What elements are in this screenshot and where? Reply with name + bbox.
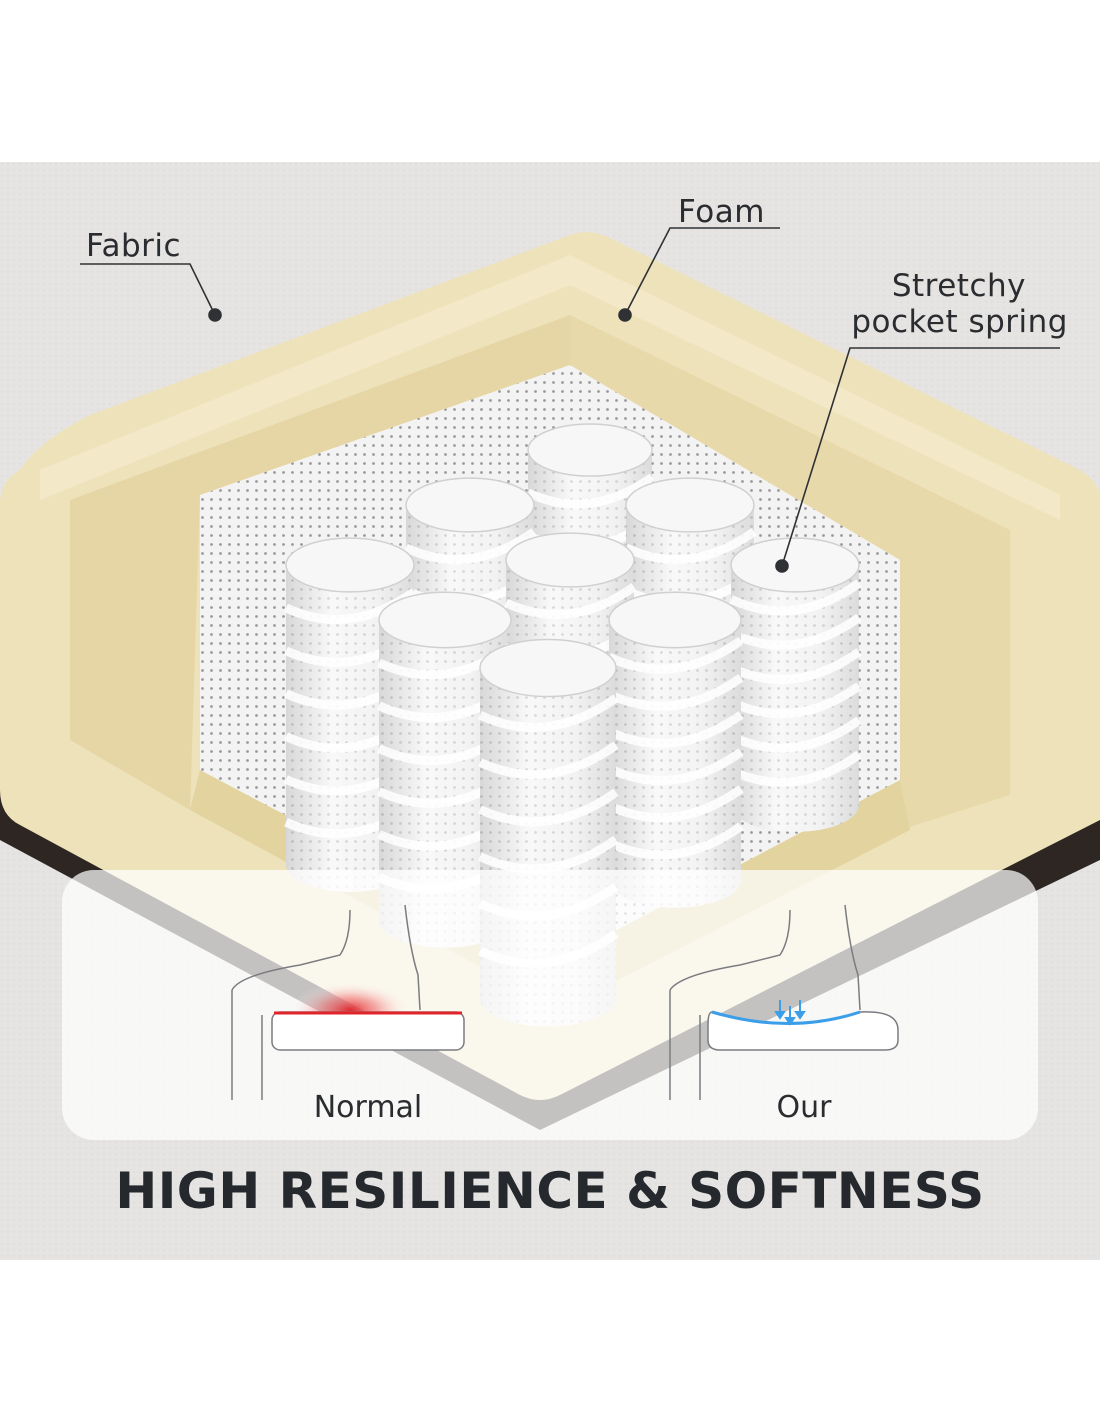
support-arrows-icon	[774, 1000, 806, 1026]
pocket-spring-coil	[729, 537, 862, 832]
foam-cut-left	[70, 315, 570, 810]
foam-leader	[624, 227, 780, 316]
pocket-spring-coil	[377, 591, 514, 948]
normal-cushion	[271, 1011, 465, 1051]
comparison-panel	[62, 870, 1038, 1140]
our-illustration	[669, 904, 861, 1100]
support-line	[711, 1010, 861, 1025]
foam-top-rim	[40, 255, 1060, 520]
fabric-leader-dot	[208, 308, 222, 322]
our-label: Our	[776, 1090, 832, 1125]
fabric-label: Fabric	[86, 228, 182, 264]
foam-label: Foam	[678, 194, 765, 230]
spring-label-line1: Stretchy	[891, 268, 1026, 304]
normal-label: Normal	[313, 1090, 423, 1125]
fabric-leader	[80, 263, 216, 316]
pocket-spring-coil	[607, 591, 744, 908]
callout-leaders	[80, 227, 1060, 573]
normal-illustration	[231, 904, 421, 1100]
spring-label-line2: pocket spring	[851, 304, 1068, 340]
spring-leader-dot	[775, 559, 789, 573]
spring-leader	[781, 347, 1060, 567]
headline: HIGH RESILIENCE & SOFTNESS	[115, 1162, 985, 1220]
top-band	[0, 0, 1100, 162]
bottom-band	[0, 1260, 1100, 1422]
foam-leader-dot	[618, 308, 632, 322]
